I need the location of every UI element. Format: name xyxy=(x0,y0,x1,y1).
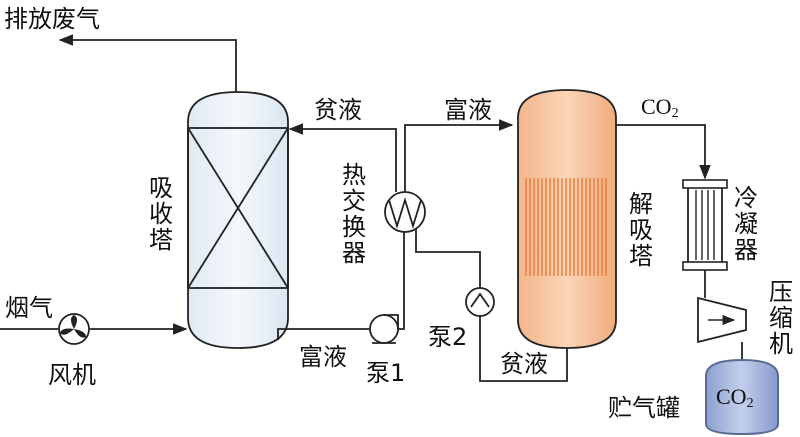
rich-liquid-top-label: 富液 xyxy=(444,96,492,124)
heat-exchanger-icon xyxy=(384,191,426,233)
pump1-icon xyxy=(369,314,399,344)
absorber-tower xyxy=(187,91,289,349)
heat-exchanger-label: 热交换器 xyxy=(342,161,366,267)
lean-liquid-bottom-line xyxy=(415,228,568,382)
lean-liquid-top-label: 贫液 xyxy=(314,96,362,124)
lean-liquid-top-line xyxy=(288,123,397,192)
storage-tank xyxy=(705,358,779,436)
desorber-tower xyxy=(517,89,617,349)
co2-pipe-label: CO2 xyxy=(641,94,679,121)
heating-coil xyxy=(525,178,607,276)
condenser-label: 冷凝器 xyxy=(734,184,758,264)
fan-label: 风机 xyxy=(48,361,96,389)
pump2-icon xyxy=(465,287,495,317)
rich-liquid-bottom-label: 富液 xyxy=(299,343,347,371)
compressor-icon xyxy=(697,296,747,344)
fan-icon xyxy=(58,313,90,345)
flue-gas-label: 烟气 xyxy=(5,294,53,322)
absorber-label: 吸收塔 xyxy=(149,174,173,254)
compressor-label: 压缩机 xyxy=(769,278,793,358)
pump1-label: 泵1 xyxy=(366,359,406,387)
pump2-label: 泵2 xyxy=(428,323,468,351)
exhaust-label: 排放废气 xyxy=(4,5,100,33)
co2-line xyxy=(616,124,711,180)
co2-tank-label: CO2 xyxy=(716,384,754,411)
exhaust-line xyxy=(58,34,237,92)
storage-tank-label: 贮气罐 xyxy=(608,394,680,422)
rich-liquid-bottom-line xyxy=(277,232,405,340)
lean-liquid-bottom-label: 贫液 xyxy=(500,350,548,378)
packing-bed xyxy=(187,127,289,289)
desorber-label: 解吸塔 xyxy=(629,190,653,270)
rich-liquid-top-line xyxy=(404,119,514,192)
condenser-icon xyxy=(682,179,728,271)
